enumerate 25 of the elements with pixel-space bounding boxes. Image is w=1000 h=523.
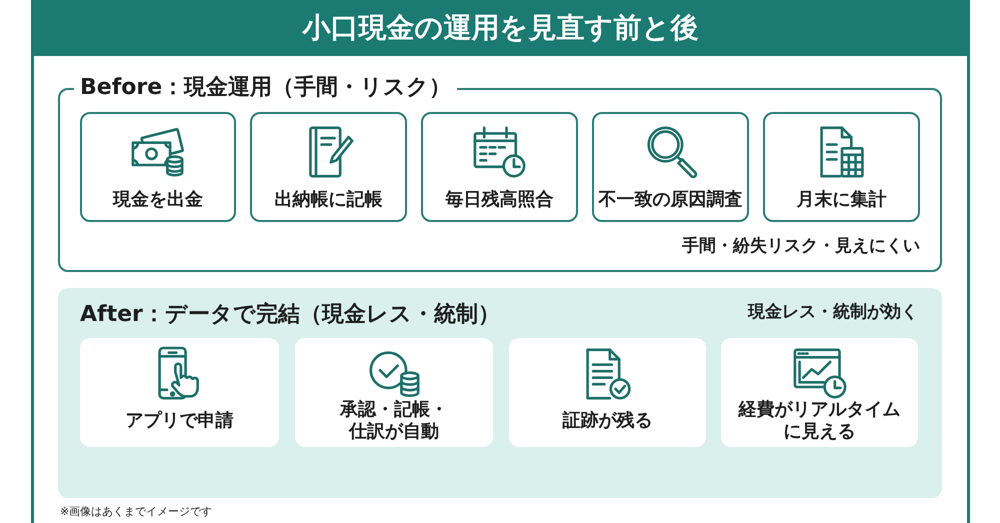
step-card xyxy=(80,338,279,447)
step-card xyxy=(509,338,706,447)
step-card xyxy=(80,112,236,222)
card-label: 証跡が残る xyxy=(562,410,652,432)
card-label: 出納帳に記帳 xyxy=(274,189,382,211)
card-label: 不一致の原因調査 xyxy=(598,189,742,211)
card-label: 毎日残高照合 xyxy=(446,189,554,211)
panel-heading: After：データで完結（現金レス・統制） xyxy=(80,302,500,328)
section-panel xyxy=(58,288,942,498)
card-label: 現金を出金 xyxy=(113,189,203,211)
step-card xyxy=(421,112,578,222)
panel-heading: Before：現金運用（手間・リスク） xyxy=(74,75,458,101)
step-card xyxy=(721,338,918,447)
title-banner: 小口現金の運用を見直す前と後 xyxy=(31,0,970,56)
footnote: ※画像はあくまでイメージです xyxy=(60,505,212,519)
card-label: アプリで申請 xyxy=(126,410,234,432)
panel-note: 現金レス・統制が効く xyxy=(748,301,918,323)
step-card xyxy=(295,338,493,447)
card-label: 承認・記帳・仕訳が自動 xyxy=(338,399,449,443)
card-label: 月末に集計 xyxy=(796,189,886,211)
step-card xyxy=(592,112,749,222)
step-card xyxy=(250,112,407,222)
step-card xyxy=(763,112,920,222)
panel-note: 手間・紛失リスク・見えにくい xyxy=(682,235,920,257)
card-label: 経費がリアルタイムに見える xyxy=(737,399,902,443)
